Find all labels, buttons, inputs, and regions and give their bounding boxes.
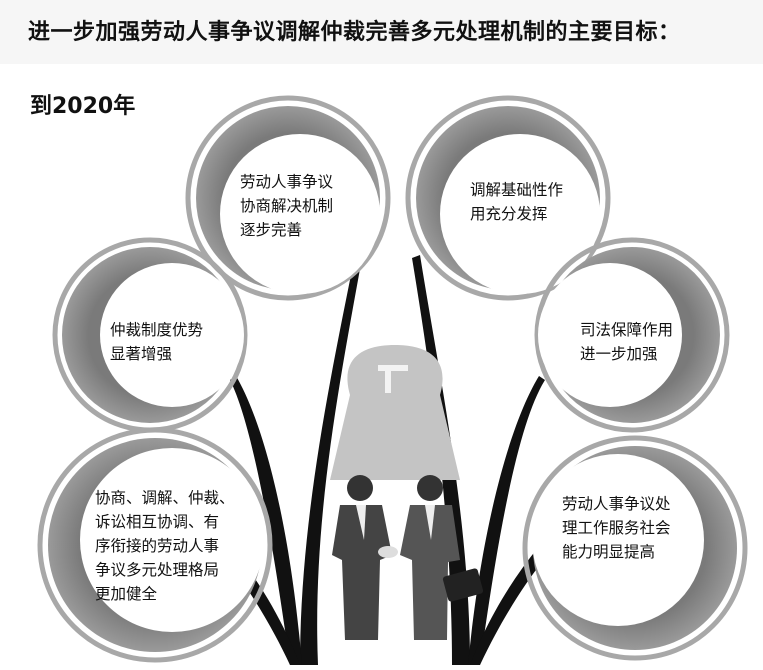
bubble-bottom-left — [37, 427, 273, 663]
lamp-icon — [330, 345, 460, 480]
goal-line: 争议多元处理格局 — [95, 561, 220, 579]
goal-consultation: 劳动人事争议 协商解决机制 逐步完善 — [240, 170, 333, 242]
goal-multi-pattern: 协商、调解、仲裁、 诉讼相互协调、有 序衔接的劳动人事 争议多元处理格局 更加健… — [95, 486, 235, 606]
goal-arbitration: 仲裁制度优势 显著增强 — [110, 318, 203, 366]
year-label: 到2020年 — [30, 94, 136, 119]
goal-line: 用充分发挥 — [470, 205, 548, 223]
goal-judicial: 司法保障作用 进一步加强 — [580, 318, 673, 366]
goal-line: 协商解决机制 — [240, 197, 334, 215]
goal-line: 劳动人事争议 — [240, 173, 334, 191]
goal-line: 司法保障作用 — [580, 321, 674, 339]
goal-line: 进一步加强 — [580, 345, 658, 363]
goal-line: 显著增强 — [110, 345, 173, 363]
businessmen-handshake-icon — [332, 475, 484, 640]
page-title: 进一步加强劳动人事争议调解仲裁完善多元处理机制的主要目标： — [28, 20, 681, 45]
goal-line: 逐步完善 — [240, 221, 303, 239]
goal-mediation: 调解基础性作 用充分发挥 — [470, 178, 563, 226]
bubble-bottom-right — [522, 435, 748, 661]
bubble-top-right — [405, 95, 611, 301]
goal-line: 理工作服务社会 — [562, 519, 671, 537]
goal-line: 序衔接的劳动人事 — [95, 537, 220, 555]
goal-line: 仲裁制度优势 — [110, 321, 204, 339]
goal-line: 调解基础性作 — [470, 181, 564, 199]
goal-line: 劳动人事争议处 — [562, 495, 671, 513]
bubble-mid-right — [534, 237, 730, 433]
goal-line: 能力明显提高 — [562, 543, 656, 561]
title-band — [0, 0, 763, 64]
goal-line: 协商、调解、仲裁、 — [95, 489, 235, 507]
goal-line: 诉讼相互协调、有 — [95, 513, 220, 531]
bubble-top-left — [185, 95, 391, 301]
goal-service-capacity: 劳动人事争议处 理工作服务社会 能力明显提高 — [562, 492, 671, 564]
goal-line: 更加健全 — [95, 585, 158, 603]
